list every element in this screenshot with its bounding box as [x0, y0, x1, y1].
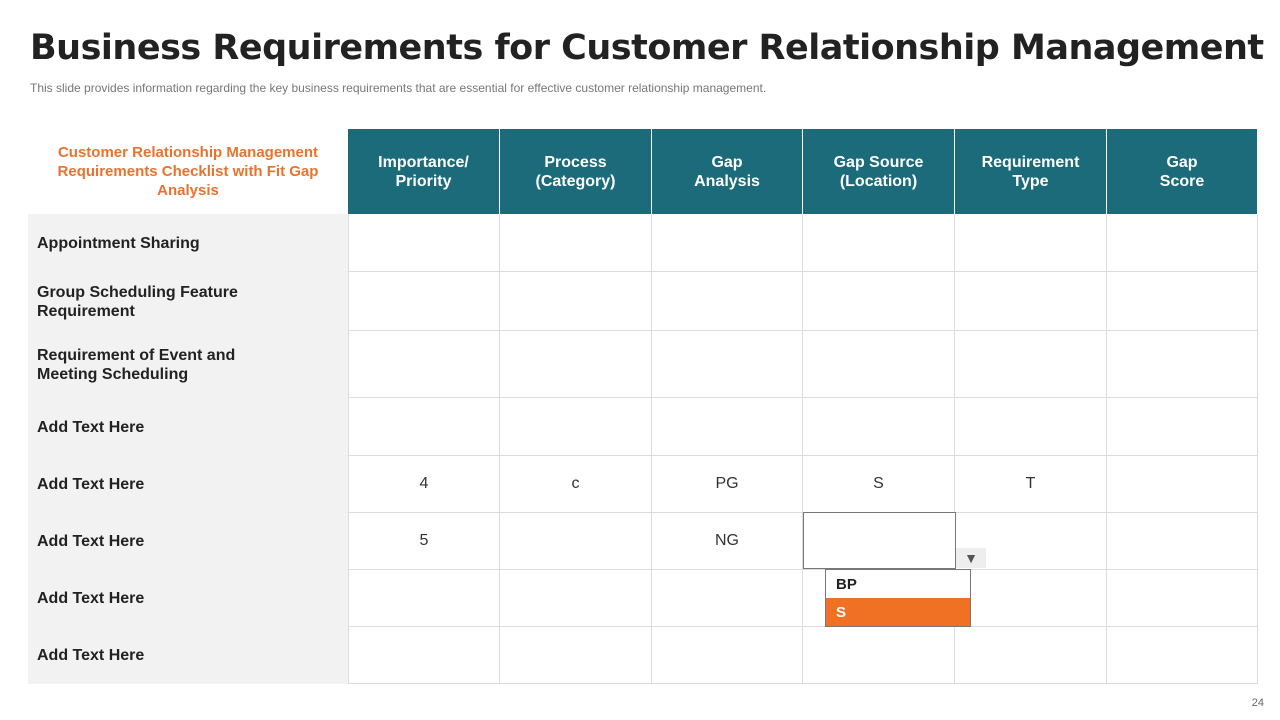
table-cell[interactable]	[500, 513, 652, 570]
table-cell[interactable]	[955, 570, 1107, 627]
table-cell[interactable]	[803, 627, 955, 684]
triangle-down-icon[interactable]: ▼	[956, 548, 986, 568]
table-cell[interactable]	[1107, 513, 1258, 570]
table-cell[interactable]	[348, 627, 500, 684]
table-cell[interactable]	[955, 214, 1107, 272]
table-cell[interactable]	[803, 398, 955, 456]
table-cell[interactable]	[348, 570, 500, 627]
row-label: Add Text Here	[28, 513, 348, 570]
table-cell[interactable]	[500, 331, 652, 398]
table-cell[interactable]	[955, 513, 1107, 570]
table-cell[interactable]	[652, 272, 803, 331]
table-cell[interactable]	[1107, 331, 1258, 398]
column-header: Gap Analysis	[652, 129, 803, 214]
page-number: 24	[1251, 697, 1264, 709]
column-header: Gap Source (Location)	[803, 129, 955, 214]
column-header: Gap Score	[1107, 129, 1258, 214]
table-cell[interactable]: 4	[348, 456, 500, 513]
row-label: Add Text Here	[28, 570, 348, 627]
table-cell[interactable]	[652, 331, 803, 398]
table-cell[interactable]	[500, 214, 652, 272]
table-cell[interactable]	[955, 272, 1107, 331]
table-cell[interactable]	[955, 398, 1107, 456]
table-cell[interactable]	[500, 398, 652, 456]
row-label: Add Text Here	[28, 398, 348, 456]
table-cell[interactable]	[1107, 214, 1258, 272]
column-header: Importance/ Priority	[348, 129, 500, 214]
page-title: Business Requirements for Customer Relat…	[30, 28, 1264, 68]
row-label: Appointment Sharing	[28, 214, 348, 272]
table-cell[interactable]	[1107, 398, 1258, 456]
row-label: Requirement of Event and Meeting Schedul…	[28, 331, 348, 398]
table-cell[interactable]: T	[955, 456, 1107, 513]
table-cell[interactable]	[500, 570, 652, 627]
table-cell[interactable]	[348, 214, 500, 272]
table-corner-heading: Customer Relationship Management Require…	[57, 144, 319, 199]
table-cell[interactable]	[1107, 272, 1258, 331]
table-cell[interactable]	[803, 331, 955, 398]
dropdown-option-bp[interactable]: BP	[836, 575, 857, 593]
row-label: Add Text Here	[28, 627, 348, 684]
table-cell[interactable]: 5	[348, 513, 500, 570]
table-cell[interactable]	[348, 272, 500, 331]
table-cell[interactable]	[348, 398, 500, 456]
table-cell[interactable]	[955, 627, 1107, 684]
table-cell[interactable]	[500, 272, 652, 331]
row-label: Group Scheduling Feature Requirement	[28, 272, 348, 331]
page-subtitle: This slide provides information regardin…	[30, 81, 767, 95]
table-cell[interactable]	[652, 570, 803, 627]
table-cell[interactable]	[652, 627, 803, 684]
column-header: Process (Category)	[500, 129, 652, 214]
table-cell[interactable]	[1107, 456, 1258, 513]
table-cell[interactable]	[955, 331, 1107, 398]
row-label: Add Text Here	[28, 456, 348, 513]
column-header: Requirement Type	[955, 129, 1107, 214]
table-cell[interactable]	[652, 214, 803, 272]
dropdown-list: BP S	[825, 569, 971, 627]
gap-source-dropdown[interactable]	[803, 512, 956, 569]
table-cell[interactable]	[348, 331, 500, 398]
table-cell[interactable]	[1107, 627, 1258, 684]
table-cell[interactable]	[652, 398, 803, 456]
table-cell[interactable]	[500, 627, 652, 684]
table-cell[interactable]: PG	[652, 456, 803, 513]
table-cell[interactable]	[1107, 570, 1258, 627]
table-cell[interactable]	[803, 214, 955, 272]
table-cell[interactable]: S	[803, 456, 955, 513]
dropdown-option-s[interactable]: S	[826, 598, 970, 626]
table-cell[interactable]: c	[500, 456, 652, 513]
table-cell[interactable]: NG	[652, 513, 803, 570]
table-cell[interactable]	[803, 272, 955, 331]
